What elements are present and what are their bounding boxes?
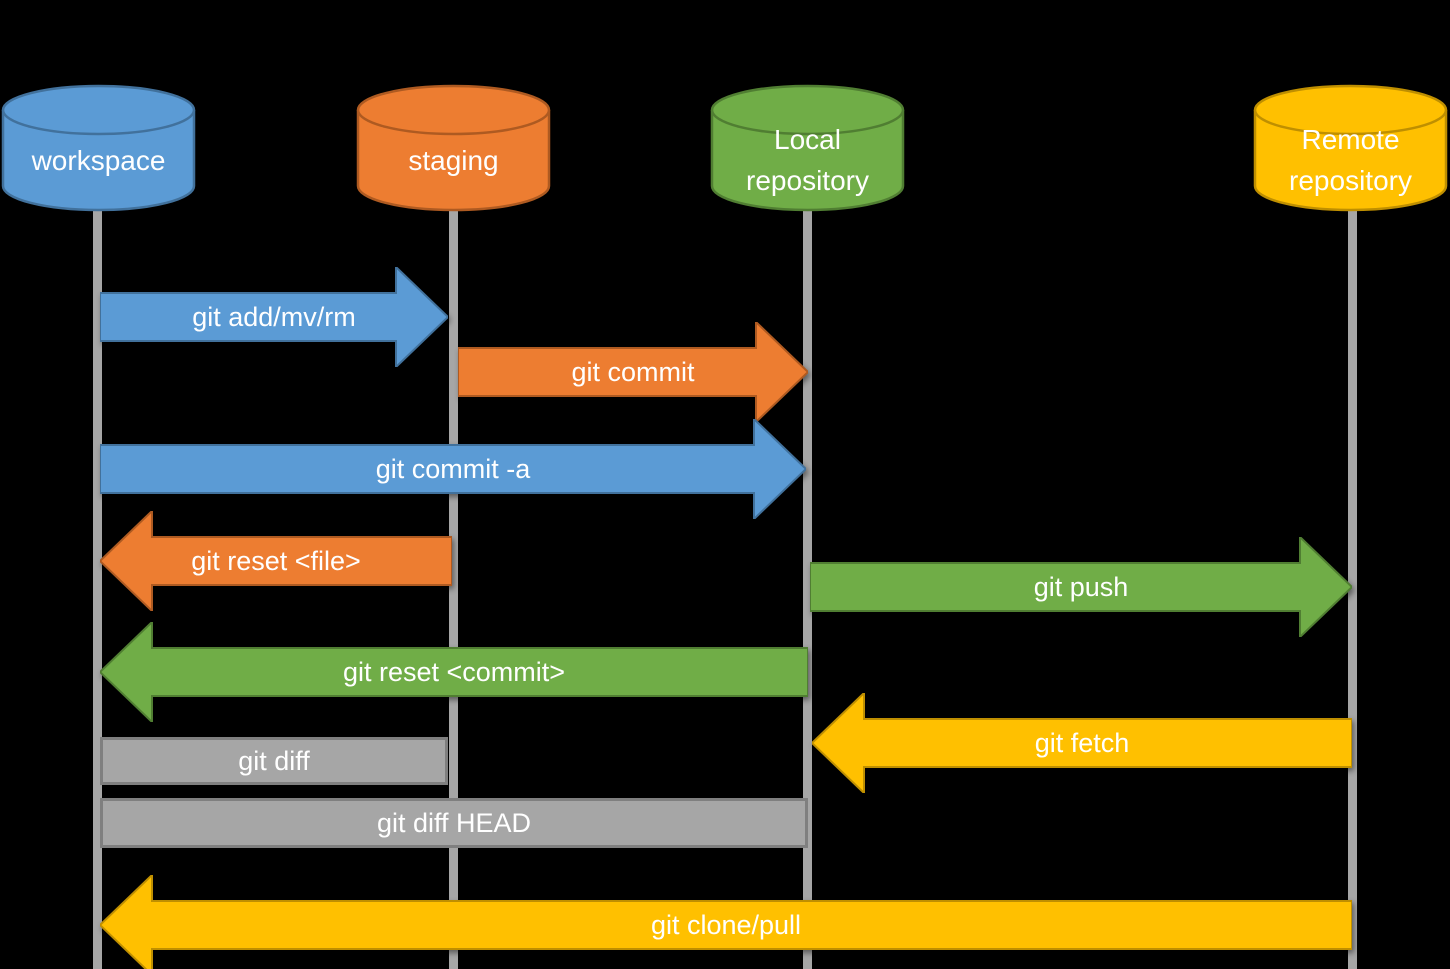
arrow-git-reset-commit: git reset <commit>	[100, 622, 808, 722]
node-staging: staging	[356, 84, 551, 214]
left-arrow-icon	[100, 511, 452, 611]
node-label: staging	[408, 144, 499, 176]
left-arrow-icon	[812, 693, 1352, 793]
cylinder-icon	[1253, 84, 1448, 212]
arrow-label: git reset <file>	[191, 545, 361, 576]
right-arrow-icon	[100, 267, 448, 367]
right-arrow-icon	[458, 322, 808, 422]
arrow-git-reset-file: git reset <file>	[100, 511, 452, 611]
cylinder-icon	[356, 84, 551, 212]
node-label: workspace	[31, 144, 166, 176]
arrow-git-commit-a: git commit -a	[100, 419, 806, 519]
right-arrow-icon	[810, 537, 1352, 637]
arrow-git-commit: git commit	[458, 322, 808, 422]
bar-label: git diff HEAD	[376, 807, 532, 838]
cylinder-icon	[1, 84, 196, 212]
left-arrow-icon	[100, 875, 1352, 969]
arrow-label: git fetch	[1034, 727, 1130, 758]
arrow-label: git clone/pull	[650, 909, 802, 940]
left-arrow-icon	[100, 622, 808, 722]
node-label: Remote repository	[1289, 124, 1412, 196]
arrow-label: git add/mv/rm	[192, 301, 356, 332]
bar-git-diff: git diff	[100, 737, 448, 785]
lifeline-local-repository	[803, 206, 812, 969]
arrow-git-fetch: git fetch	[812, 693, 1352, 793]
arrow-git-add-mv-rm: git add/mv/rm	[100, 267, 448, 367]
arrow-label: git push	[1033, 571, 1129, 602]
bar-label: git diff	[238, 745, 310, 776]
arrow-git-clone-pull: git clone/pull	[100, 875, 1352, 969]
arrow-label: git commit	[571, 356, 695, 387]
arrow-label: git reset <commit>	[342, 656, 566, 687]
node-label: Local repository	[746, 124, 869, 196]
bar-git-diff-head: git diff HEAD	[100, 798, 808, 848]
lifeline-remote-repository	[1348, 206, 1357, 969]
node-local-repository: Local repository	[710, 84, 905, 214]
cylinder-icon	[710, 84, 905, 212]
arrow-label: git commit -a	[375, 453, 531, 484]
right-arrow-icon	[100, 419, 806, 519]
arrow-git-push: git push	[810, 537, 1352, 637]
node-workspace: workspace	[1, 84, 196, 214]
lifeline-workspace	[93, 206, 102, 969]
lifeline-staging	[449, 206, 458, 969]
node-remote-repository: Remote repository	[1253, 84, 1448, 214]
